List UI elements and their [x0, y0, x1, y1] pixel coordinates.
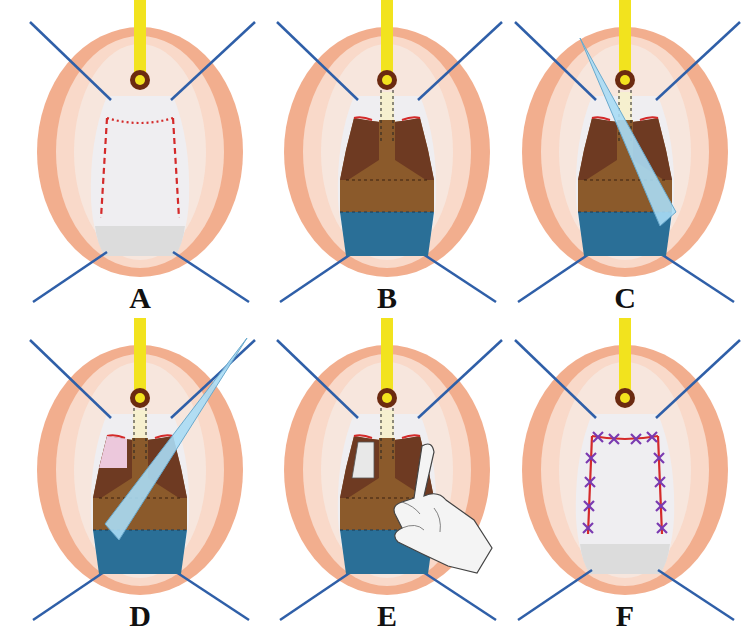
- suture-stitch: [583, 523, 593, 533]
- suture-stitch: [656, 501, 666, 511]
- panel-letter: E: [377, 601, 397, 631]
- suture-stitch: [593, 432, 603, 442]
- suture-stitch: [585, 477, 595, 487]
- suture-stitch: [584, 501, 594, 511]
- suture-stitch: [585, 477, 595, 487]
- suture-stitch: [631, 434, 641, 444]
- suture-stitch: [647, 432, 657, 442]
- suture-stitch: [631, 434, 641, 444]
- panel-letter: A: [129, 283, 151, 313]
- suture-stitch: [647, 432, 657, 442]
- suture-stitch: [654, 453, 664, 463]
- suture-stitch: [609, 434, 619, 444]
- suture-stitch: [609, 434, 619, 444]
- suture-stitch: [655, 477, 665, 487]
- suture-stitch: [583, 523, 593, 533]
- suture-stitch: [586, 453, 596, 463]
- suture-stitch: [656, 501, 666, 511]
- suture-stitch: [593, 432, 603, 442]
- panel-letter: B: [377, 283, 397, 313]
- panel-letter: F: [616, 601, 634, 631]
- suture-stitch: [655, 477, 665, 487]
- suture-stitch: [584, 501, 594, 511]
- suture-stitch: [586, 453, 596, 463]
- panel-letter: C: [614, 283, 636, 313]
- suture-stitch: [657, 523, 667, 533]
- panel-letter: D: [129, 601, 151, 631]
- suture-stitch: [657, 523, 667, 533]
- suture-stitch: [654, 453, 664, 463]
